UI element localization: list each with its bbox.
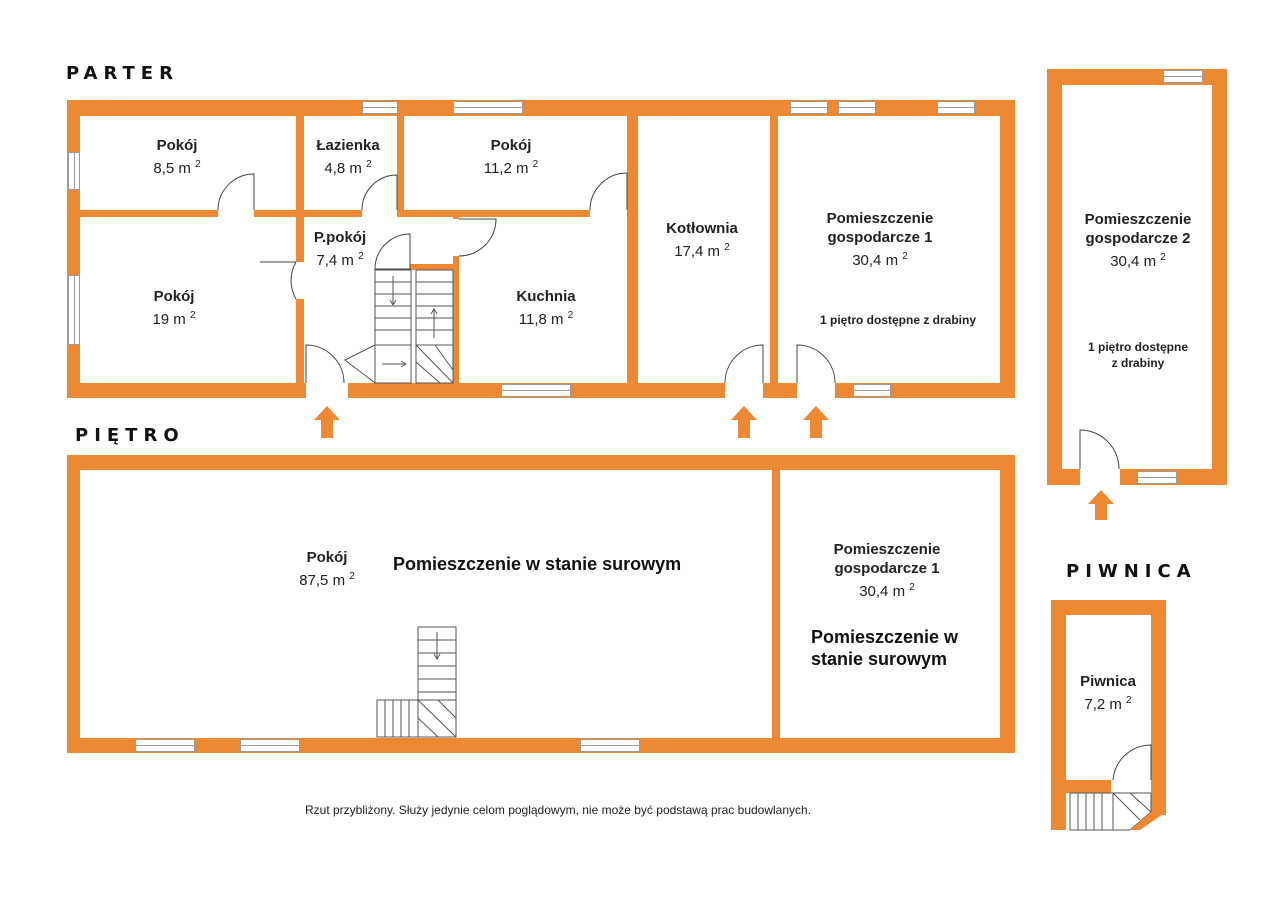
door-icon [361,174,398,211]
room-label-pokoj-19: Pokój 19 m 2 [152,288,196,328]
window [68,275,80,345]
wall [1000,100,1015,398]
note-stan-surowy-gosp: Pomieszczenie w stanie surowym [811,627,959,669]
stairs-icon [1069,792,1152,831]
section-title-piwnica: PIWNICA [1066,561,1197,582]
entrance-arrow-icon [1088,490,1114,520]
window [135,739,195,752]
door-icon [589,172,628,211]
window [1137,471,1177,484]
door-icon [217,173,255,211]
door-icon [374,233,411,270]
room-label-kotlownia: Kotłownia 17,4 m 2 [666,220,738,260]
wall [67,100,1015,116]
disclaimer-footer: Rzut przybliżony. Służy jedynie celom po… [305,803,812,817]
note-stan-surowy-main: Pomieszczenie w stanie surowym [393,554,682,574]
note-drabina-parter: 1 piętro dostępne z drabiny [819,313,977,327]
wall [772,470,780,740]
room-label-pokoj-8-5: Pokój 8,5 m 2 [153,137,201,177]
room-label-piwnica: Piwnica 7,2 m 2 [1080,673,1136,713]
wall [453,217,459,387]
door-icon [724,344,764,384]
wall [1047,69,1062,485]
window [853,384,891,397]
wall [627,116,638,386]
section-title-pietro: PIĘTRO [75,425,185,446]
window [580,739,640,752]
room-label-ppokoj: P.pokój 7,4 m 2 [313,229,367,269]
window [453,101,523,114]
wall [67,738,1015,753]
wall [770,116,778,386]
window [790,101,828,114]
stairs-icon [344,269,454,385]
room-label-pokoj-11-2: Pokój 11,2 m 2 [483,137,539,177]
wall [296,116,304,386]
wall [1151,600,1166,815]
room-label-gospodarcze-1-pietro: Pomieszczenie gospodarcze 1 30,4 m 2 [833,541,941,600]
window [362,101,398,114]
door-icon [796,344,836,384]
wall [67,455,1015,470]
window [68,152,80,190]
window [838,101,876,114]
wall [1051,780,1111,793]
door-icon [260,261,297,300]
door-icon [305,344,345,384]
entrance-arrow-icon [314,406,340,438]
door-icon [1079,429,1120,470]
room-label-kuchnia: Kuchnia 11,8 m 2 [516,288,576,328]
window [937,101,975,114]
room-label-lazienka: Łazienka 4,8 m 2 [316,137,380,177]
window [501,384,571,397]
room-label-pokoj-87-5: Pokój 87,5 m 2 [299,549,355,589]
section-title-parter: PARTER [66,63,179,84]
wall [1000,455,1015,753]
wall [80,210,628,217]
door-icon [458,218,497,257]
wall [1051,600,1066,830]
room-label-gospodarcze-2: Pomieszczenie gospodarcze 2 30,4 m 2 [1084,211,1192,270]
wall [410,264,459,270]
entrance-arrow-icon [803,406,829,438]
entrance-arrow-icon [731,406,757,438]
room-label-gospodarcze-1-parter: Pomieszczenie gospodarcze 1 30,4 m 2 [826,210,934,269]
wall [1051,600,1166,615]
note-drabina-gosp2: 1 piętro dostępne z drabiny [1087,340,1189,370]
window [1163,70,1203,83]
wall [67,455,80,753]
door-icon [1112,744,1152,781]
stairs-icon [376,626,457,738]
window [240,739,300,752]
wall [397,116,404,216]
wall [1212,69,1227,485]
